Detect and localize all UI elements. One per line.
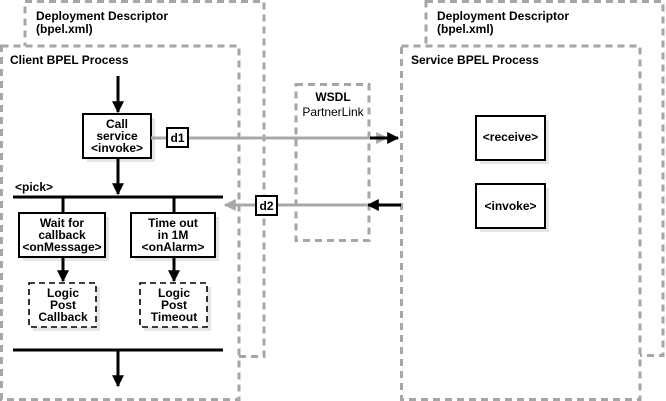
logic-callback-line-3: Callback [38,310,88,324]
on-alarm-line-1: Time out [148,216,198,230]
left-descriptor-title: Deployment Descriptor [36,9,168,23]
pick-label: <pick> [15,180,53,194]
receive-label: <receive> [483,130,538,144]
logic-callback-line-2: Post [50,298,76,312]
client-process-title: Client BPEL Process [10,53,129,67]
on-message-line-1: Wait for [40,216,85,230]
call-box-line-2: service [96,129,138,143]
logic-callback-line-1: Logic [47,286,79,300]
service-receive-box [475,115,546,161]
call-box-line-3: <invoke> [91,141,143,155]
wsdl-title: WSDL [315,90,350,104]
logic-timeout-line-2: Post [161,298,187,312]
client-bpel-process-frame [0,44,241,401]
right-descriptor-subtitle: (bpel.xml) [437,22,494,36]
service-invoke-label: <invoke> [484,199,536,213]
logic-post-callback-box [28,282,97,328]
right-descriptor-title: Deployment Descriptor [437,9,569,23]
service-process-title: Service BPEL Process [411,53,539,67]
service-invoke-box [475,183,546,229]
left-descriptor-subtitle: (bpel.xml) [36,22,93,36]
d1-message-box [166,127,189,148]
call-box-line-1: Call [106,117,128,131]
d2-label: d2 [259,199,273,213]
on-message-line-3: <onMessage> [22,240,101,254]
d1-label: d1 [170,131,184,145]
logic-timeout-line-1: Logic [158,286,190,300]
wsdl-subtitle: PartnerLink [302,105,364,119]
service-bpel-process-frame [400,44,642,401]
on-alarm-box [130,212,216,258]
d2-message-box [255,195,278,216]
on-message-box [18,212,106,258]
on-message-line-2: callback [38,228,86,242]
logic-post-timeout-box [139,282,208,328]
on-alarm-line-2: in 1M [158,228,189,242]
wsdl-partnerlink-frame [294,83,371,242]
on-alarm-line-3: <onAlarm> [142,240,205,254]
logic-timeout-line-3: Timeout [151,310,197,324]
